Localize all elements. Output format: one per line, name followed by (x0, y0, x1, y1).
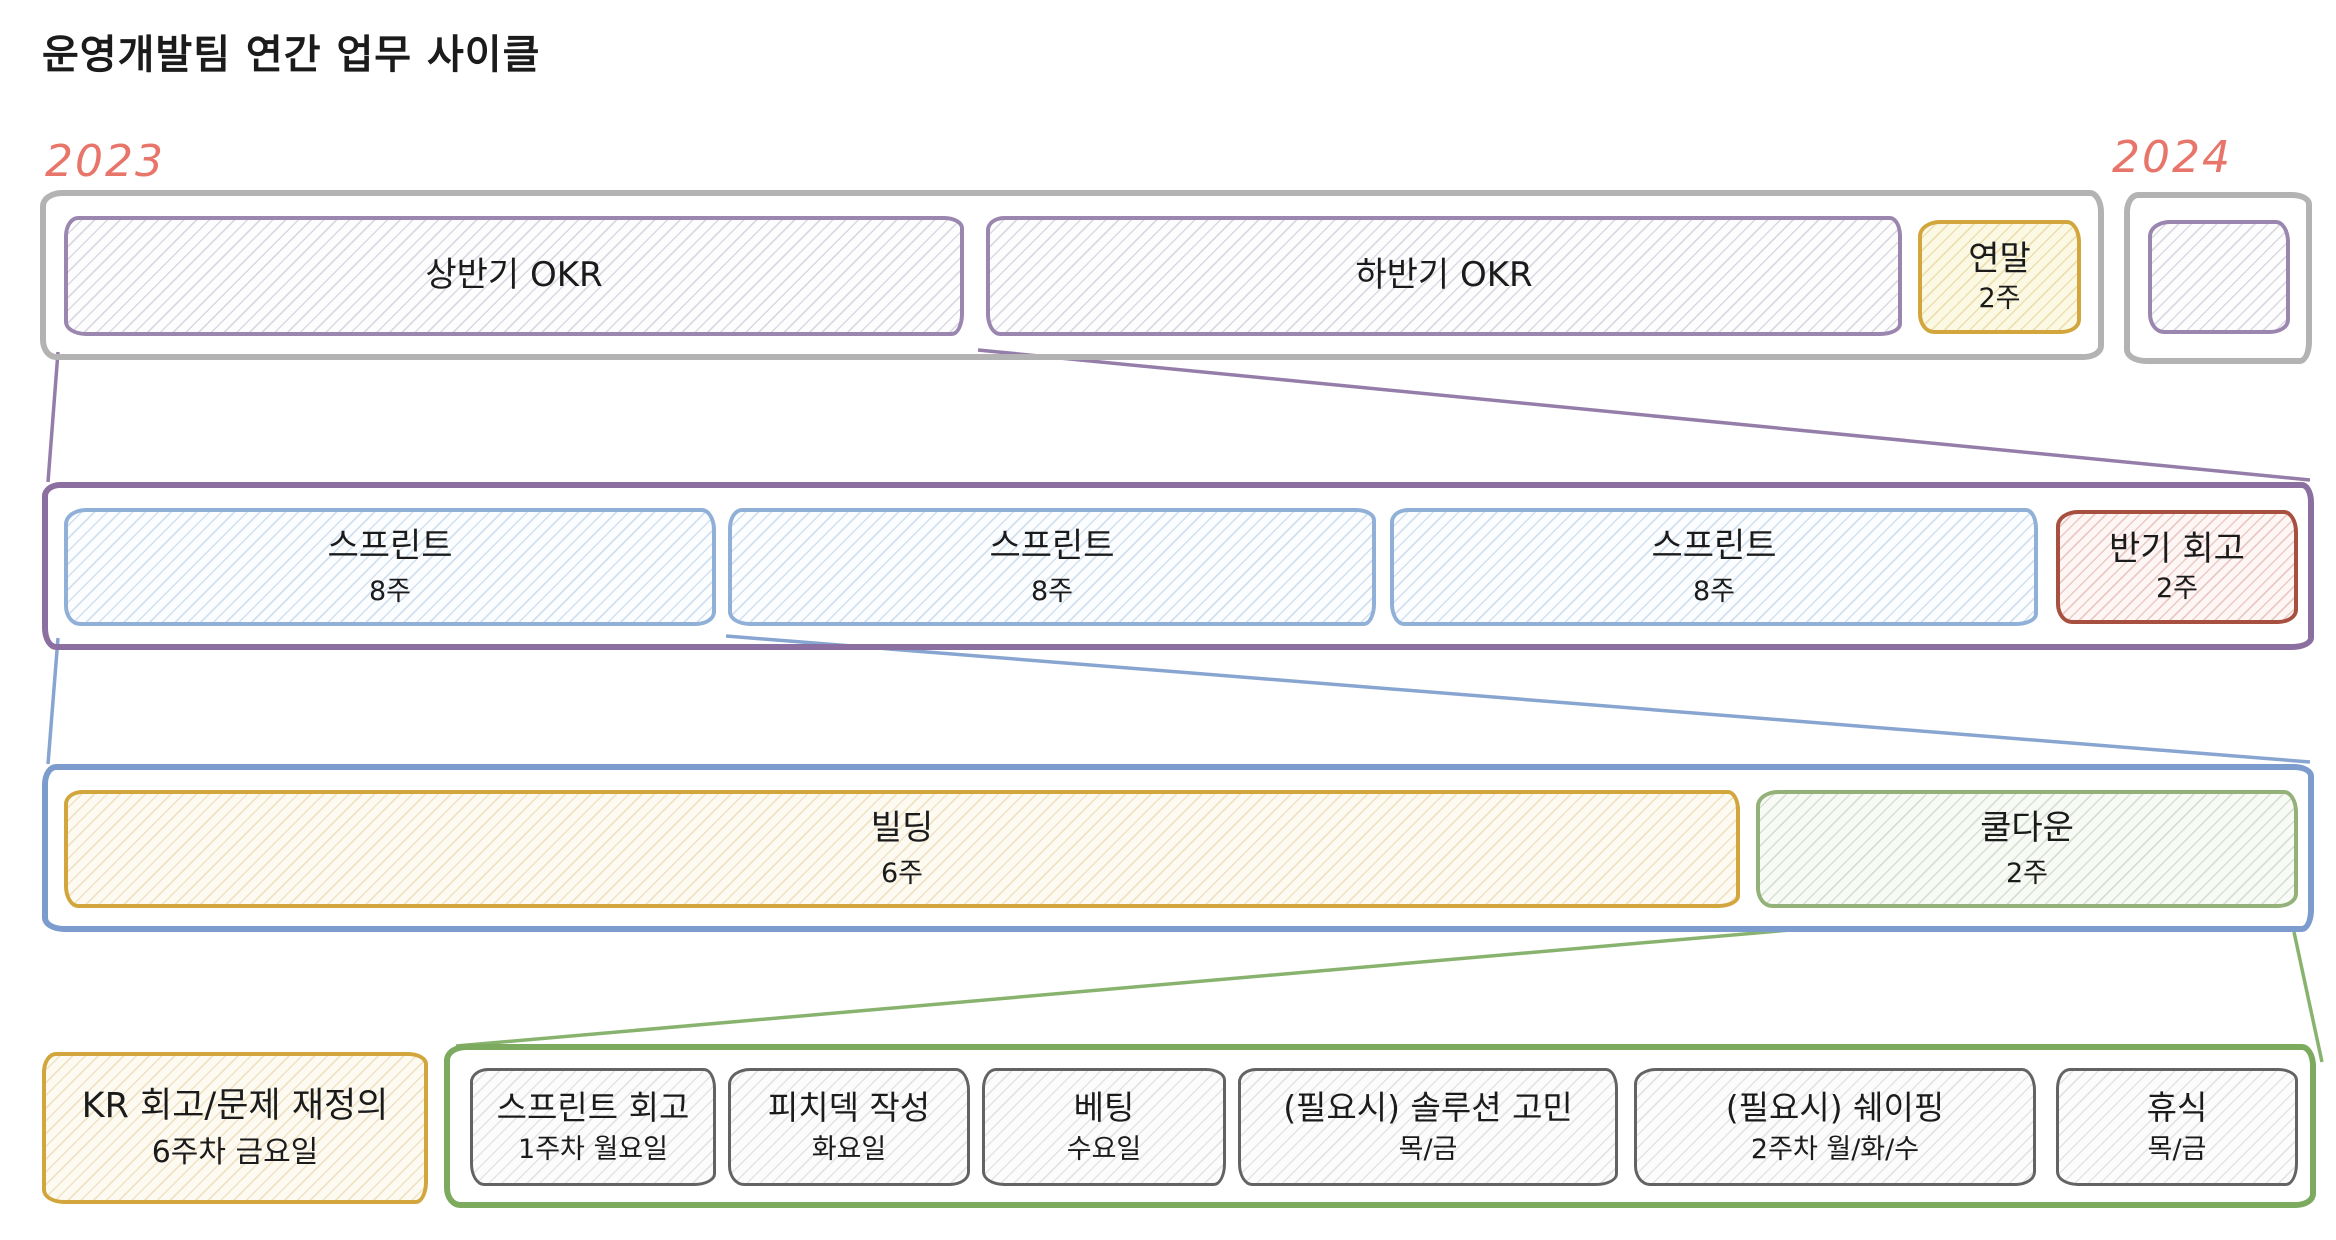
box-label: 스프린트 (989, 525, 1115, 566)
box-shaping: (필요시) 쉐이핑 2주차 월/화/수 (1634, 1068, 2036, 1186)
box-sublabel: 목/금 (1398, 1134, 1458, 1166)
box-building: 빌딩 6주 (64, 790, 1740, 908)
box-year-end: 연말 2주 (1918, 220, 2081, 334)
connector-firsthalf-to-sprints-right (977, 348, 2311, 482)
year-2023-container (40, 190, 2104, 360)
box-solution: (필요시) 솔루션 고민 목/금 (1238, 1068, 1618, 1186)
box-label: 스프린트 (1651, 525, 1777, 566)
box-label: 빌딩 (870, 807, 934, 848)
year-2024-container (2124, 192, 2312, 364)
box-cooldown: 쿨다운 2주 (1756, 790, 2298, 908)
box-label: 피치덱 작성 (767, 1087, 931, 1127)
box-sublabel: 2주 (2005, 858, 2049, 890)
box-label: 스프린트 (327, 525, 453, 566)
box-half-retro: 반기 회고 2주 (2056, 510, 2298, 624)
box-sublabel: 8주 (368, 576, 412, 608)
box-sublabel: 2주 (1978, 283, 2021, 315)
connector-sprint-to-building-right (725, 634, 2311, 764)
connector-firsthalf-to-sprints-left (46, 351, 60, 483)
box-label: 반기 회고 (2109, 528, 2245, 569)
box-label: 베팅 (1073, 1087, 1135, 1127)
box-kr-retro: KR 회고/문제 재정의 6주차 금요일 (42, 1052, 428, 1204)
half-year-container (42, 482, 2314, 650)
box-sprint-1: 스프린트 8주 (64, 508, 716, 626)
connector-cooldown-to-week-left (455, 928, 1791, 1048)
box-sublabel: 목/금 (2147, 1134, 2207, 1166)
sprint-container (42, 764, 2314, 932)
box-second-half-okr: 하반기 OKR (986, 216, 1902, 336)
box-sublabel: 1주차 월요일 (518, 1134, 668, 1166)
box-sublabel: 수요일 (1066, 1134, 1142, 1166)
box-sublabel: 2주차 월/화/수 (1750, 1134, 1920, 1166)
box-next-year-placeholder (2148, 220, 2290, 334)
year-label-2023: 2023 (45, 136, 165, 187)
box-label: KR 회고/문제 재정의 (81, 1085, 389, 1126)
box-label: 연말 (1968, 238, 2031, 279)
box-sprint-3: 스프린트 8주 (1390, 508, 2038, 626)
box-sublabel: 8주 (1030, 576, 1074, 608)
box-sprint-retro: 스프린트 회고 1주차 월요일 (470, 1068, 716, 1186)
cooldown-week-container (444, 1044, 2316, 1208)
box-sprint-2: 스프린트 8주 (728, 508, 1376, 626)
box-betting: 베팅 수요일 (982, 1068, 1226, 1186)
box-label: 쿨다운 (1980, 807, 2074, 848)
box-label: (필요시) 솔루션 고민 (1283, 1087, 1573, 1127)
box-rest: 휴식 목/금 (2056, 1068, 2298, 1186)
box-label: 상반기 OKR (425, 255, 603, 296)
box-label: 휴식 (2146, 1087, 2208, 1127)
box-pitch-deck: 피치덱 작성 화요일 (728, 1068, 970, 1186)
box-first-half-okr: 상반기 OKR (64, 216, 964, 336)
box-sublabel: 6주차 금요일 (151, 1134, 319, 1170)
connector-sprint-to-building-left (46, 637, 60, 765)
page-title: 운영개발팀 연간 업무 사이클 (42, 32, 541, 78)
box-sublabel: 2주 (2155, 573, 2199, 605)
box-sublabel: 8주 (1692, 576, 1736, 608)
box-label: 스프린트 회고 (496, 1087, 690, 1127)
year-label-2024: 2024 (2112, 132, 2232, 183)
connector-cooldown-to-week-right (2292, 931, 2324, 1063)
box-sublabel: 화요일 (811, 1134, 887, 1166)
box-label: 하반기 OKR (1355, 255, 1533, 296)
box-label: (필요시) 쉐이핑 (1725, 1087, 1945, 1127)
box-sublabel: 6주 (880, 858, 924, 890)
